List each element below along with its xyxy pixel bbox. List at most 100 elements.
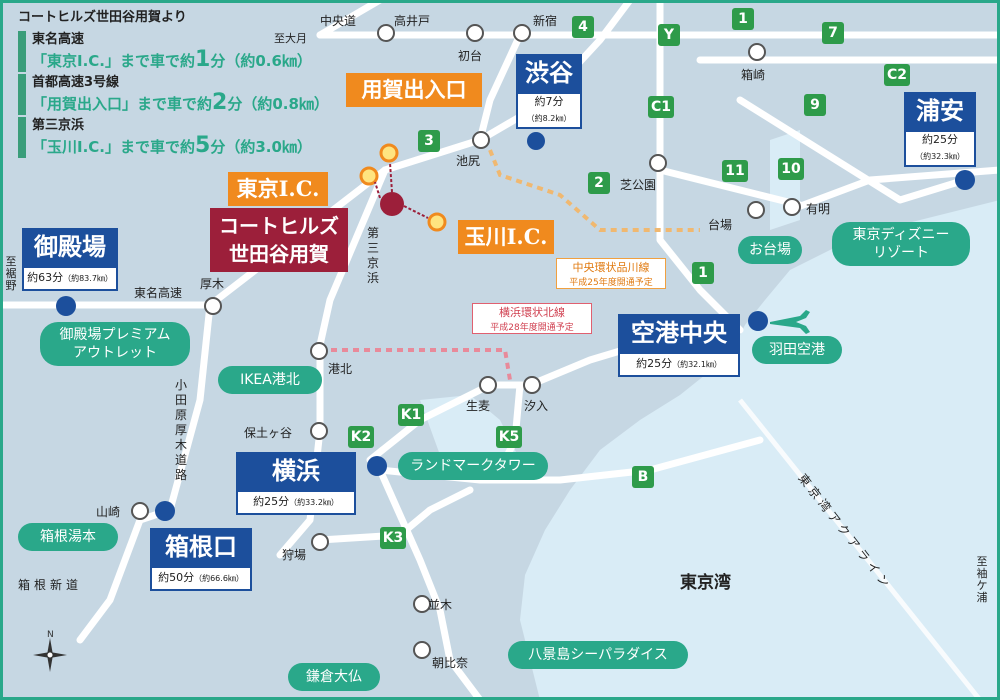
dest-airport-info: 約25分（約32.1㎞） [618, 352, 740, 377]
landmark-tower: ランドマークタワー [398, 452, 548, 480]
dot-hakone [155, 501, 175, 521]
node-hodogaya [310, 422, 328, 440]
route-shield-10: 10 [778, 158, 804, 180]
route-shield-Y: Y [658, 24, 680, 46]
dest-shibuya-info: 約7分（約8.2㎞） [516, 92, 582, 129]
odawara-road [76, 301, 214, 644]
chuo-west [316, 0, 384, 39]
dest-airport-name: 空港中央 [618, 314, 740, 352]
place-yamazaki: 山崎 [96, 505, 121, 519]
place-hodogaya: 保土ヶ谷 [244, 426, 293, 440]
landmark-ikea: IKEA港北 [218, 366, 322, 394]
route-shield-K3: K3 [380, 527, 406, 549]
label-tokyo-ic: 東京I.C. [228, 172, 328, 206]
legend-route-desc: 「用賀出入口」まで車で約2分（約0.8㎞） [32, 90, 329, 115]
dest-yokohama-info: 約25分（約33.2㎞） [236, 490, 356, 515]
route-shield-7: 7 [822, 22, 844, 44]
node-atsugi [204, 297, 222, 315]
dest-yokohama-name: 横浜 [236, 452, 356, 490]
home-arrows [374, 162, 429, 219]
place-asahina: 朝比奈 [432, 656, 469, 670]
place-daiba: 台場 [708, 218, 733, 232]
aqualine-road [738, 398, 982, 700]
chuo-kanjo-planned [488, 149, 700, 232]
place-shibakoen: 芝公園 [620, 178, 657, 192]
k3-road [316, 486, 474, 544]
route-shield-1a: 1 [732, 8, 754, 30]
route-shield-4: 4 [572, 16, 594, 38]
place-kohoku: 港北 [328, 362, 353, 376]
place-shisusono: 至裾野 [5, 255, 17, 292]
shibakoen-road [656, 166, 804, 209]
node-takaido [377, 24, 395, 42]
k1-road [366, 341, 644, 464]
route-shield-K1: K1 [398, 404, 424, 426]
legend-route-desc: 「東京I.C.」まで車で約1分（約0.6㎞） [32, 47, 312, 72]
node-namamugi [479, 376, 497, 394]
access-legend: コートヒルズ世田谷用賀より 東名高速 「東京I.C.」まで車で約1分（約0.6㎞… [18, 6, 363, 160]
legend-bar [18, 74, 26, 115]
place-hakoneshindo: 箱根新道 [18, 578, 83, 592]
landmark-yumoto: 箱根湯本 [18, 523, 118, 551]
place-takaido: 高井戸 [394, 14, 431, 28]
place-shidai: 至大月 [274, 32, 307, 45]
dot-urayasu [955, 170, 975, 190]
route-shield-K2: K2 [348, 426, 374, 448]
dot-airport [748, 311, 768, 331]
route-shield-C1: C1 [648, 96, 674, 118]
destination-dots [56, 132, 975, 521]
legend-row-daisan: 第三京浜 「玉川I.C.」まで車で約5分（約3.0㎞） [18, 117, 363, 158]
route-shield-C2: C2 [884, 64, 910, 86]
route-shield-1b: 1 [692, 262, 714, 284]
label-yoga-ic: 用賀出入口 [346, 73, 482, 107]
place-namiki: 並木 [428, 598, 453, 612]
place-tomei: 東名高速 [134, 286, 183, 300]
route-shield-B: B [632, 466, 654, 488]
legend-route-name: 第三京浜 [32, 118, 85, 133]
landmark-kamakura: 鎌倉大仏 [288, 663, 380, 691]
landmark-odaiba: お台場 [738, 236, 802, 264]
shinjuku-link [476, 31, 564, 144]
place-ikejiri: 池尻 [456, 154, 481, 168]
airplane-icon [770, 310, 810, 334]
node-namiki [413, 595, 431, 613]
route-shield-11: 11 [722, 160, 748, 182]
place-odawara: 小田原厚木道路 [174, 378, 187, 482]
dest-gotemba-name: 御殿場 [22, 228, 118, 266]
landmark-outlet: 御殿場プレミアムアウトレット [40, 322, 190, 366]
svg-text:N: N [47, 630, 54, 640]
node-daiba [747, 201, 765, 219]
legend-row-shuto: 首都高速3号線 「用賀出入口」まで車で約2分（約0.8㎞） [18, 74, 363, 115]
label-tamagawa-ic: 玉川I.C. [458, 220, 554, 254]
legend-route-name: 首都高速3号線 [32, 75, 120, 90]
dest-urayasu-name: 浦安 [904, 92, 976, 130]
landmark-haneda: 羽田空港 [752, 336, 842, 364]
node-asahina [413, 641, 431, 659]
legend-row-tomei: 東名高速 「東京I.C.」まで車で約1分（約0.6㎞） [18, 31, 363, 72]
home-label: コートヒルズ 世田谷用賀 [210, 208, 348, 272]
legend-route-name: 東名高速 [32, 32, 85, 47]
place-atsugi: 厚木 [200, 277, 225, 291]
route9-road [736, 96, 969, 204]
node-yamazaki [131, 502, 149, 520]
place-shisodegaura: 至袖ケ浦 [976, 555, 988, 604]
route-shield-9: 9 [804, 94, 826, 116]
place-namamugi: 生麦 [466, 399, 491, 413]
dot-shibuya [527, 132, 545, 150]
place-kariba: 狩場 [282, 548, 307, 562]
place-shinjuku: 新宿 [533, 14, 558, 28]
landmark-hakkeijima: 八景島シーパラダイス [508, 641, 688, 669]
daisan-road [276, 166, 389, 559]
dest-urayasu-info: 約25分（約32.3㎞） [904, 130, 976, 167]
junction-nodes [131, 24, 801, 659]
node-yoga-ic [379, 143, 399, 163]
place-daisan: 第三京浜 [366, 226, 379, 285]
node-kariba [311, 533, 329, 551]
node-hatsudai [466, 24, 484, 42]
place-tokyowan: 東京湾 [680, 573, 731, 593]
dot-gotemba [56, 296, 76, 316]
place-ariake: 有明 [806, 202, 831, 216]
ic-nodes [359, 143, 447, 232]
